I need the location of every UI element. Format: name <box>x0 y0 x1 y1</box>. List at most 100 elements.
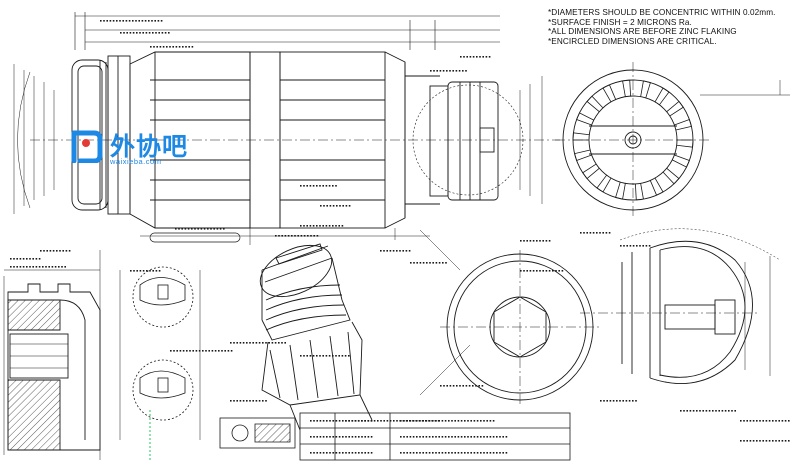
dimension-dot <box>718 410 720 412</box>
dimension-dot <box>342 205 344 207</box>
spline-tooth <box>615 181 626 200</box>
dimension-dot <box>422 262 425 264</box>
dimension-dot <box>246 400 248 402</box>
dimension-dot <box>158 32 160 34</box>
dimension-dot <box>499 452 501 454</box>
spline-tooth <box>662 167 680 185</box>
dimension-dot <box>139 32 141 34</box>
dimension-dot <box>26 258 28 260</box>
dimension-dot <box>329 452 331 454</box>
dimension-dot <box>132 20 134 22</box>
dimension-dot <box>749 440 752 442</box>
dimension-dot <box>181 228 183 230</box>
spline-tooth <box>622 79 632 97</box>
dimension-dot <box>364 452 366 454</box>
dimension-dot <box>284 235 287 237</box>
dimension-dot <box>622 400 624 402</box>
hex-socket-view <box>419 229 600 405</box>
dimension-dot <box>153 46 155 48</box>
dimension-dot <box>386 420 389 422</box>
dimension-dot <box>772 440 774 442</box>
spline-tooth <box>676 139 694 148</box>
dimension-dot <box>329 205 332 207</box>
dimension-dot <box>328 185 331 187</box>
dimension-dot <box>539 270 541 272</box>
dimension-dot <box>523 240 525 242</box>
dimension-dot <box>151 20 153 22</box>
dimension-dot <box>383 420 385 422</box>
dimension-dot <box>548 240 551 242</box>
dimension-dot <box>496 436 498 438</box>
dimension-dot <box>316 235 319 237</box>
dimension-dot <box>303 185 305 187</box>
dimension-dot <box>373 420 376 422</box>
dimension-dot <box>724 410 727 412</box>
dimension-dot <box>345 205 348 207</box>
dimension-dot <box>448 452 450 454</box>
dimension-dot <box>319 355 321 357</box>
dimension-dot <box>728 410 730 412</box>
dimension-dot <box>332 355 334 357</box>
dimension-dot <box>274 342 277 344</box>
dimension-dot <box>463 56 465 58</box>
dimension-dot <box>520 240 522 242</box>
dimension-dot <box>141 20 144 22</box>
spline-tooth <box>649 177 664 196</box>
dimension-dot <box>312 355 315 357</box>
dimension-dot <box>313 235 315 237</box>
dimension-dot <box>332 436 334 438</box>
spline-tooth <box>602 84 617 103</box>
dimension-dot <box>428 420 431 422</box>
dimension-dot <box>680 410 682 412</box>
dimension-dot <box>419 262 422 264</box>
dimension-dot <box>561 270 564 272</box>
dimension-dot <box>106 20 108 22</box>
dimension-dot <box>144 20 147 22</box>
dimension-dot <box>457 452 460 454</box>
dimension-dot <box>242 400 245 402</box>
dimension-dot <box>467 436 469 438</box>
dimension-dot <box>159 46 162 48</box>
dimension-dot <box>233 400 235 402</box>
dimension-dot <box>470 436 472 438</box>
dimension-dot <box>425 436 428 438</box>
dimension-dot <box>689 410 692 412</box>
dimension-dot <box>425 420 428 422</box>
dimension-dot <box>51 266 54 268</box>
dimension-dot <box>278 342 280 344</box>
dimension-dot <box>265 342 267 344</box>
dimension-dot <box>712 410 714 412</box>
dimension-dot <box>38 266 41 268</box>
dimension-dot <box>768 440 771 442</box>
dimension-dot <box>345 452 347 454</box>
dimension-dot <box>532 240 535 242</box>
dimension-dot <box>746 440 748 442</box>
dimension-dot <box>480 452 482 454</box>
dimension-dot <box>377 420 379 422</box>
dimension-dot <box>648 245 651 247</box>
dimension-dot <box>775 440 777 442</box>
dimension-dot <box>383 250 385 252</box>
dimension-dot <box>438 262 441 264</box>
dimension-dot <box>205 350 207 352</box>
dimension-dot <box>43 250 45 252</box>
dimension-dot <box>361 452 363 454</box>
dimension-dot <box>325 225 328 227</box>
dimension-dot <box>430 70 432 72</box>
dimension-dot <box>635 400 637 402</box>
dimension-dot <box>454 420 456 422</box>
dimension-dot <box>281 342 283 344</box>
dimension-dot <box>476 56 478 58</box>
dimension-dot <box>182 46 184 48</box>
dimension-dot <box>191 228 193 230</box>
dimension-dot <box>306 225 308 227</box>
note-line: *SURFACE FINISH = 2 MICRONS Ra. <box>548 17 692 27</box>
dimension-dot <box>223 228 225 230</box>
dimension-dot <box>380 420 382 422</box>
dimension-dot <box>255 400 258 402</box>
dimension-dot <box>759 440 761 442</box>
dimension-dot <box>29 266 31 268</box>
dimension-dot <box>465 385 468 387</box>
dimension-dot <box>155 270 158 272</box>
dimension-dot <box>425 452 428 454</box>
